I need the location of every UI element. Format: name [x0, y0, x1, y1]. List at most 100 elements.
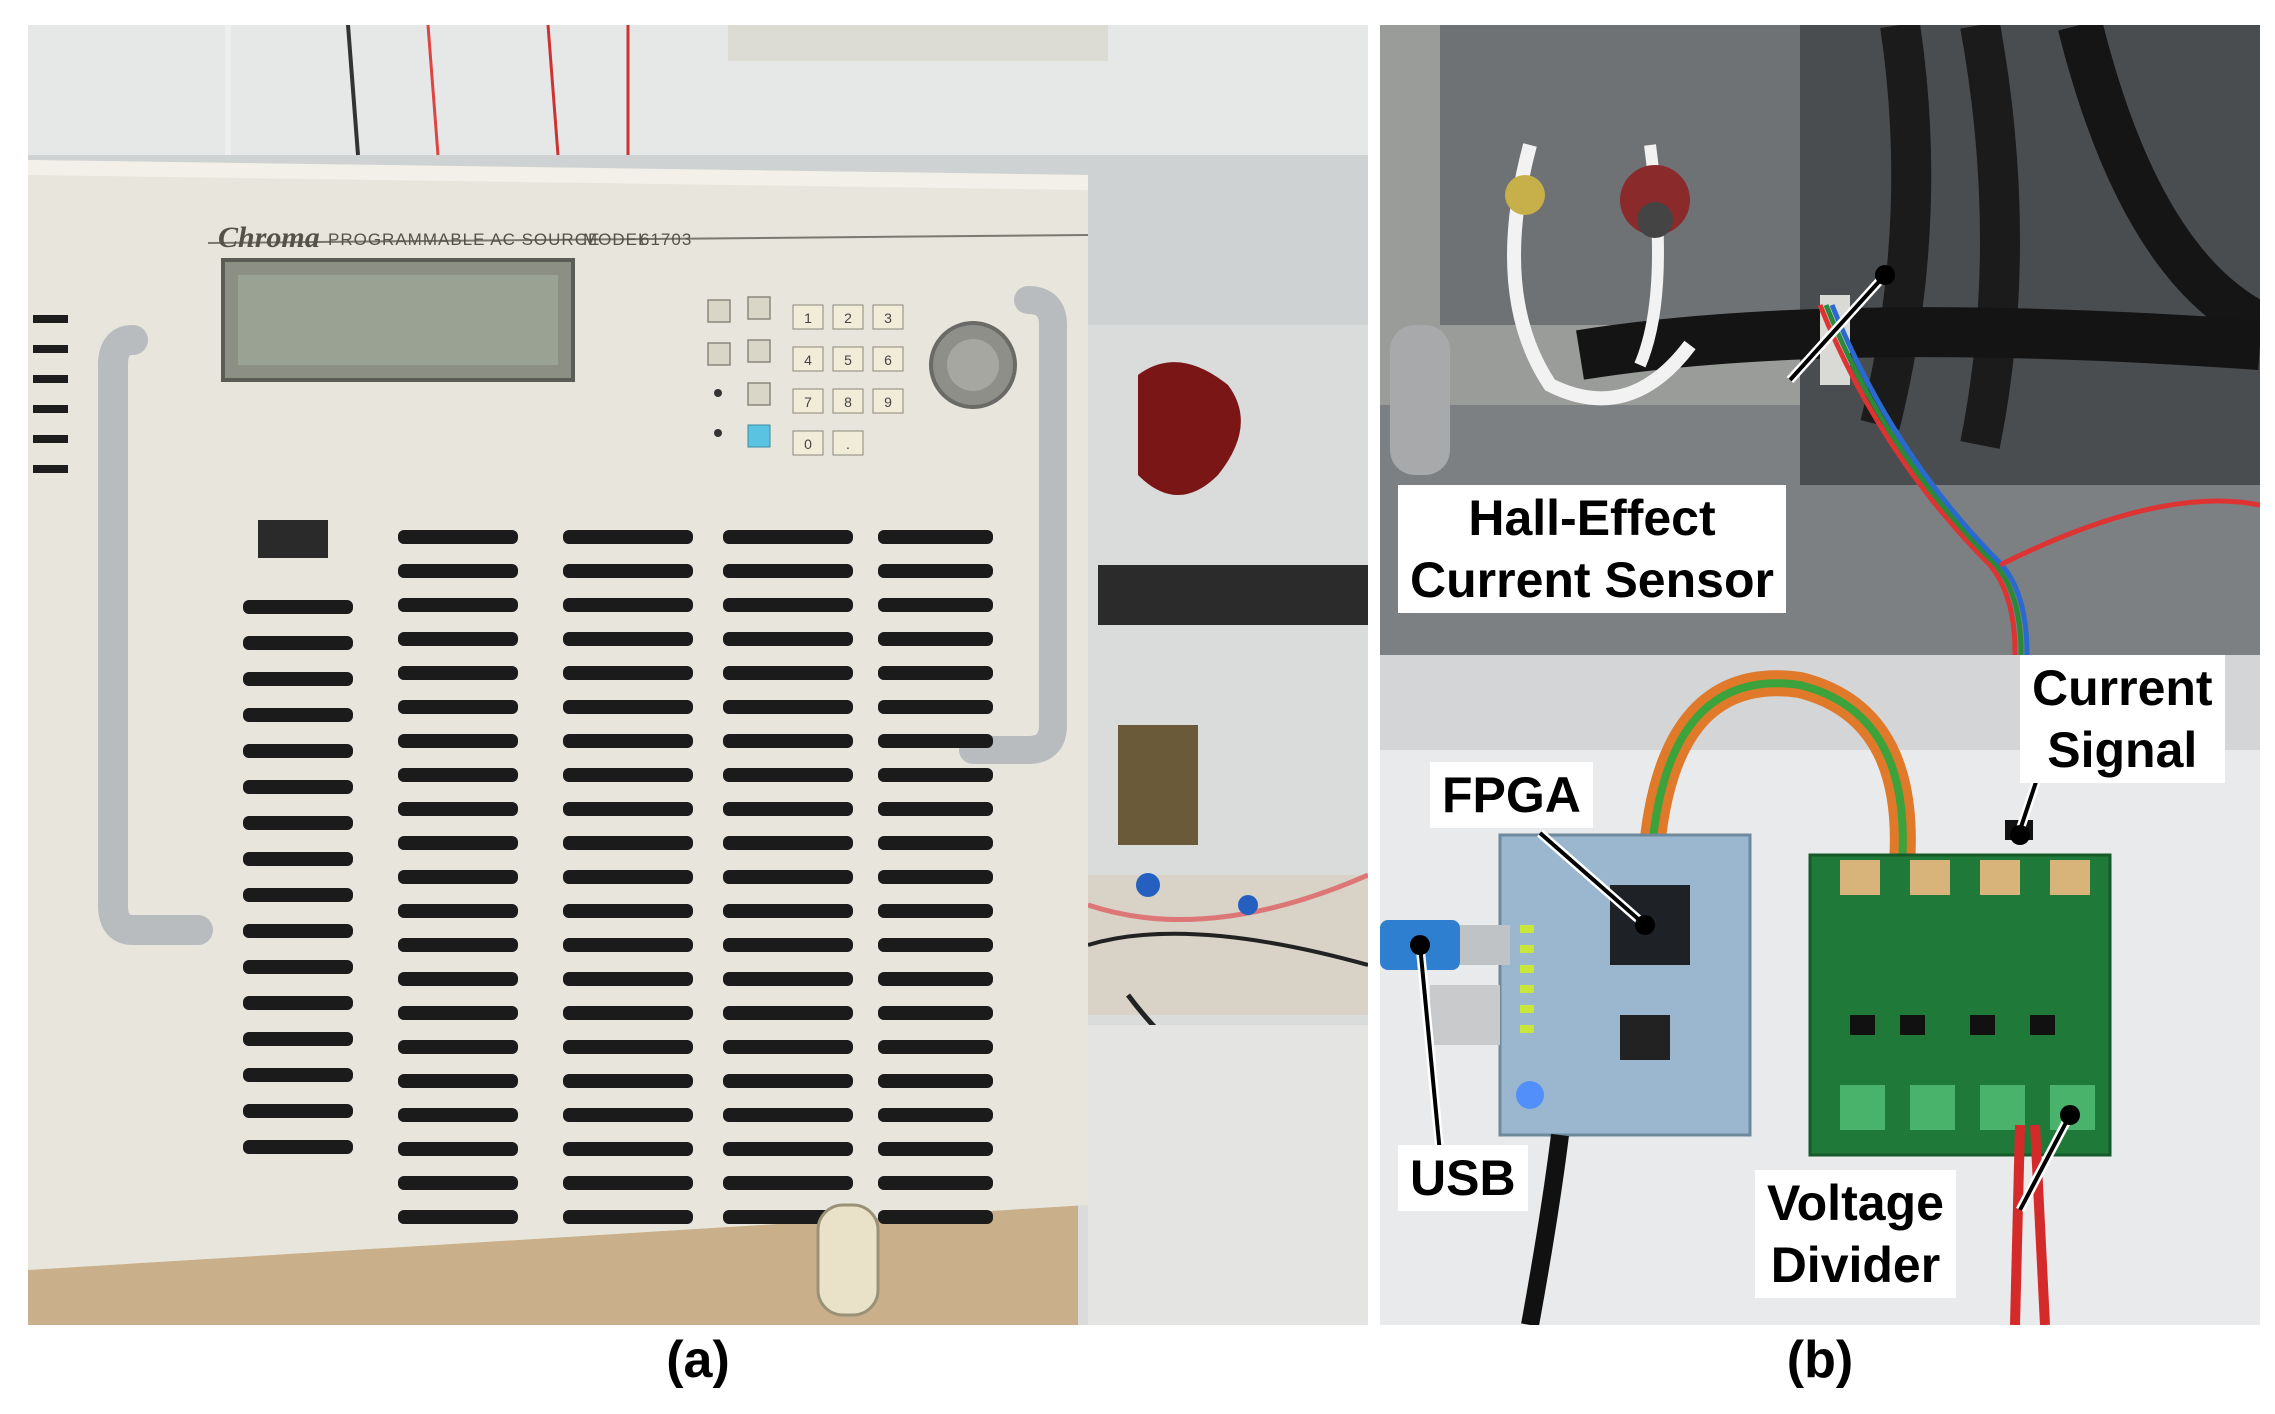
- keypad-key-label: 4: [804, 352, 812, 368]
- vent-slot: [878, 598, 993, 612]
- vent-slot: [398, 972, 518, 986]
- vent-slot: [398, 904, 518, 918]
- keypad-key: [832, 388, 864, 414]
- vent-slot: [878, 632, 993, 646]
- vent-slot: [398, 1142, 518, 1156]
- keypad-key-label: 3: [884, 310, 892, 326]
- current-label-line1: Current: [2032, 660, 2213, 716]
- vent-slot: [723, 904, 853, 918]
- vent-slot: [723, 530, 853, 544]
- keypad-key: [872, 304, 904, 330]
- current-signal-label: Current Signal: [2020, 655, 2225, 783]
- keypad-key: [872, 346, 904, 372]
- current-label-line2: Signal: [2047, 722, 2198, 778]
- vent-slot: [563, 666, 693, 680]
- vent-slot: [563, 1176, 693, 1190]
- vent-slot: [398, 870, 518, 884]
- vent-slot: [878, 1108, 993, 1122]
- vent-slot: [878, 836, 993, 850]
- vent-slot: [398, 632, 518, 646]
- vent-slot: [398, 1040, 518, 1054]
- vent-slot: [878, 1074, 993, 1088]
- vent-slot: [723, 768, 853, 782]
- vent-slot: [563, 1142, 693, 1156]
- hall-effect-sensor-label: Hall-Effect Current Sensor: [1398, 485, 1786, 613]
- vent-slot: [723, 598, 853, 612]
- vent-slot: [563, 972, 693, 986]
- vent-slot: [878, 768, 993, 782]
- vent-slot: [243, 852, 353, 866]
- vent-slot: [723, 870, 853, 884]
- vent-slot: [563, 1006, 693, 1020]
- vent-slot: [723, 1074, 853, 1088]
- vent-slot: [723, 1108, 853, 1122]
- vent-slot: [563, 1210, 693, 1224]
- vent-slot: [723, 1176, 853, 1190]
- hall-label-line1: Hall-Effect: [1468, 490, 1716, 546]
- vent-slot: [723, 1006, 853, 1020]
- hall-label-line2: Current Sensor: [1410, 552, 1774, 608]
- vent-slot: [723, 836, 853, 850]
- vent-slot: [878, 564, 993, 578]
- vent-slot: [878, 972, 993, 986]
- vent-slot: [563, 802, 693, 816]
- vent-slot: [563, 564, 693, 578]
- vent-slot: [243, 1140, 353, 1154]
- vent-slot: [878, 1176, 993, 1190]
- front-vents: [243, 530, 993, 1224]
- vent-slot: [563, 598, 693, 612]
- vent-slot: [243, 1104, 353, 1118]
- vent-slot: [398, 802, 518, 816]
- vent-slot: [723, 938, 853, 952]
- vent-slot: [398, 768, 518, 782]
- usb-label: USB: [1398, 1145, 1528, 1211]
- fpga-label: FPGA: [1430, 762, 1593, 828]
- vent-slot: [723, 564, 853, 578]
- vent-slot: [878, 1210, 993, 1224]
- keypad-key: [872, 388, 904, 414]
- vent-slot: [398, 1176, 518, 1190]
- vent-slot: [723, 632, 853, 646]
- voltage-label-line1: Voltage: [1767, 1175, 1944, 1231]
- model-prefix-label: MODEL: [583, 230, 648, 249]
- vent-slot: [563, 1040, 693, 1054]
- vent-slot: [563, 836, 693, 850]
- vent-slot: [563, 938, 693, 952]
- vent-slot: [398, 700, 518, 714]
- vent-slot: [243, 816, 353, 830]
- vent-slot: [723, 972, 853, 986]
- keypad-key-label: 1: [804, 310, 812, 326]
- vent-slot: [723, 700, 853, 714]
- vent-slot: [563, 1108, 693, 1122]
- keypad-key: [792, 346, 824, 372]
- keypad-key: [792, 430, 824, 456]
- model-number-label: 61703: [640, 230, 692, 249]
- keypad-key-label: 0: [804, 436, 812, 452]
- vent-slot: [878, 666, 993, 680]
- product-label: PROGRAMMABLE AC SOURCE: [328, 230, 600, 249]
- vent-slot: [398, 1006, 518, 1020]
- vent-slot: [243, 996, 353, 1010]
- vent-slot: [398, 938, 518, 952]
- vent-slot: [243, 888, 353, 902]
- vent-slot: [563, 530, 693, 544]
- vent-slot: [398, 1108, 518, 1122]
- vent-slot: [878, 734, 993, 748]
- vent-slot: [243, 600, 353, 614]
- vent-slot: [723, 1040, 853, 1054]
- keypad-key-label: 9: [884, 394, 892, 410]
- keypad-key-label: 8: [844, 394, 852, 410]
- keypad-key: [832, 304, 864, 330]
- vent-slot: [243, 924, 353, 938]
- vent-slot: [243, 960, 353, 974]
- vent-slot: [398, 564, 518, 578]
- vent-slot: [723, 802, 853, 816]
- voltage-label-line2: Divider: [1770, 1237, 1941, 1293]
- vent-slot: [398, 1074, 518, 1088]
- vent-slot: [398, 530, 518, 544]
- vent-slot: [878, 700, 993, 714]
- vent-slot: [243, 708, 353, 722]
- vent-slot: [243, 744, 353, 758]
- vent-slot: [398, 598, 518, 612]
